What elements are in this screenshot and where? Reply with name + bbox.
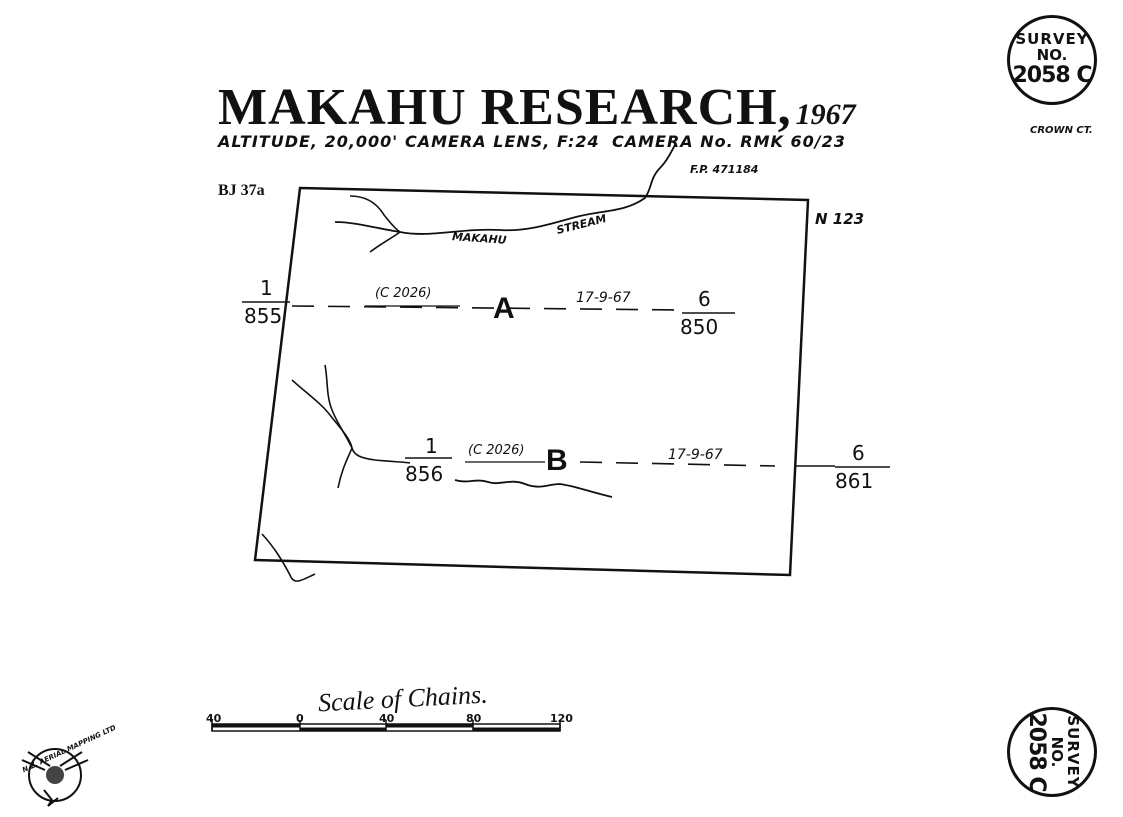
makahu-stream <box>334 144 676 235</box>
stamp-bottom-line1: SURVEY <box>1064 715 1082 789</box>
stamp-bottom-line3: 2058 C <box>1024 712 1049 792</box>
strip-b-end-num: 6 <box>852 441 865 465</box>
lens-text: CAMERA LENS, F:24 <box>405 132 600 151</box>
strip-a-ref: (C 2026) <box>375 286 432 301</box>
scale-bar <box>211 720 561 732</box>
scale-tick-4: 120 <box>550 712 573 725</box>
scale-tick-2: 40 <box>379 712 395 725</box>
stamp-top-line2: NO. <box>1036 46 1068 64</box>
coverage-frame <box>253 186 810 577</box>
bottom-left-stream <box>261 533 316 582</box>
title-line: MAKAHU RESEARCH,1967 <box>218 78 856 137</box>
scale-tick-3: 80 <box>466 712 482 725</box>
strip-b-ref: (C 2026) <box>468 443 525 458</box>
fp-text: F.P. 471184 <box>690 163 759 176</box>
flight-line-a <box>291 305 681 311</box>
map-title: MAKAHU RESEARCH, <box>218 79 792 136</box>
strip-a-end-den: 850 <box>680 315 719 339</box>
stamp-top-line1: SURVEY <box>1015 30 1089 48</box>
sheet-ref: BJ 37a <box>218 182 265 199</box>
strip-a-start-den: 855 <box>244 304 283 328</box>
scale-tick-1: 0 <box>296 712 304 725</box>
stamp-bottom-line2: NO. <box>1048 736 1066 768</box>
strip-a-start-num: 1 <box>260 276 273 300</box>
strip-b-start-den: 856 <box>405 462 444 486</box>
makahu-stream-tributary-2 <box>369 231 401 253</box>
aerial-mapping-logo <box>21 748 89 807</box>
altitude-text: ALTITUDE, 20,000' <box>218 132 399 151</box>
stamp-top-line3: 2058 C <box>1012 63 1092 88</box>
strip-a-letter: A <box>493 292 515 325</box>
survey-stamp-bottom: SURVEY NO. 2058 C <box>1007 707 1097 797</box>
strip-a-end-num: 6 <box>698 287 711 311</box>
scale-tick-0: 40 <box>206 712 222 725</box>
lower-stream <box>454 479 613 498</box>
makahu-stream-tributary <box>349 195 401 233</box>
north-ref: N 123 <box>815 210 865 228</box>
camera-text: CAMERA No. RMK 60/23 <box>612 132 846 151</box>
strip-b-date: 17-9-67 <box>668 447 723 463</box>
map-year: 1967 <box>795 98 856 131</box>
strip-b-start-num: 1 <box>425 434 438 458</box>
strip-a-date: 17-9-67 <box>576 290 631 306</box>
left-stream-branch-1 <box>324 364 353 449</box>
strip-b-letter: B <box>546 444 568 477</box>
strip-b-end-den: 861 <box>835 469 874 493</box>
left-stream-branch-2 <box>337 447 353 489</box>
crown-ct-text: CROWN CT. <box>1030 125 1093 136</box>
flight-line-b <box>579 461 776 467</box>
survey-stamp-top: SURVEY NO. 2058 C <box>1007 15 1097 105</box>
